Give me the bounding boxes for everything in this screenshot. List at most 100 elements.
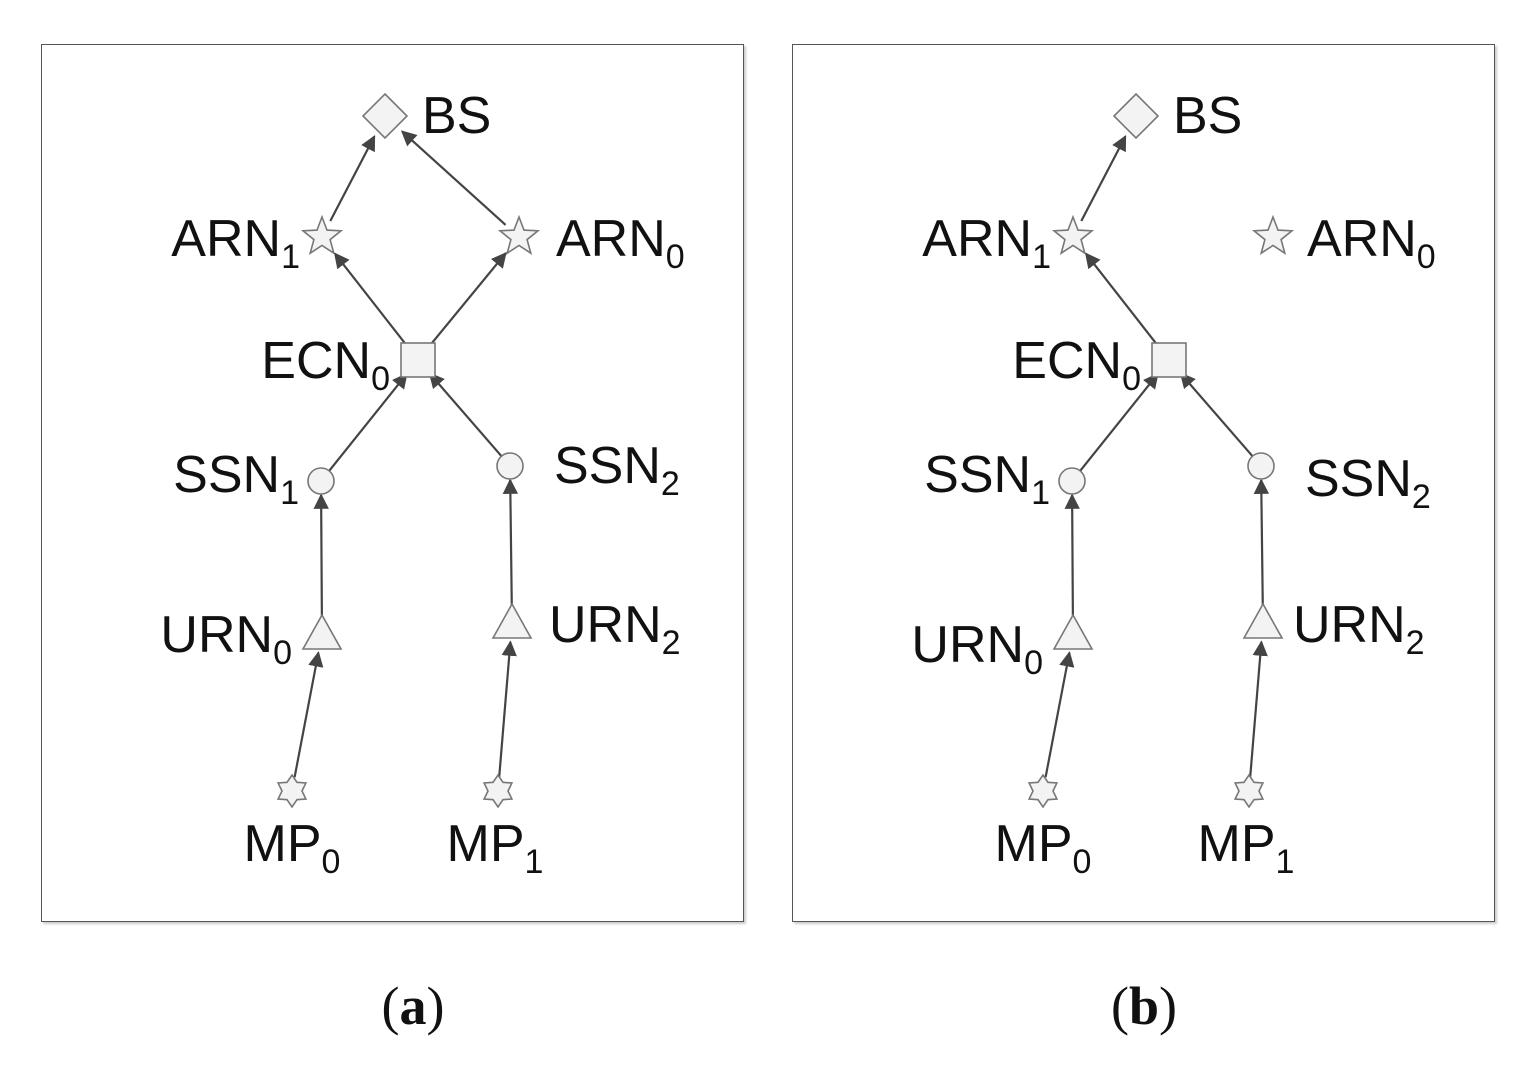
node-subscript: 1 bbox=[1276, 843, 1295, 881]
edge-mp0-to-urn0 bbox=[293, 651, 324, 778]
caption-b: (b) bbox=[1110, 976, 1177, 1036]
node-subscript: 1 bbox=[281, 238, 300, 276]
node-urn2-triangle-icon bbox=[1242, 602, 1284, 639]
node-subscript: 2 bbox=[662, 624, 681, 662]
node-name: URN bbox=[160, 606, 273, 664]
node-name: BS bbox=[422, 87, 491, 145]
node-label-mp1: MP1 bbox=[447, 815, 544, 881]
node-arn1-star-icon bbox=[1051, 214, 1095, 256]
node-name: SSN bbox=[924, 446, 1031, 504]
node-subscript: 0 bbox=[371, 360, 390, 398]
node-name: URN bbox=[1293, 596, 1406, 654]
node-urn0-triangle-icon bbox=[301, 613, 343, 650]
node-name: ECN bbox=[1012, 332, 1122, 390]
node-mp1-six-point-star-icon bbox=[482, 773, 514, 809]
node-label-urn2: URN2 bbox=[549, 596, 681, 662]
node-name: MP bbox=[244, 815, 322, 873]
caption-b-letter: b bbox=[1128, 976, 1160, 1036]
node-label-ssn1: SSN1 bbox=[924, 446, 1050, 512]
node-name: ARN bbox=[171, 210, 281, 268]
node-subscript: 1 bbox=[1032, 238, 1051, 276]
edge-urn0-to-ssn1 bbox=[313, 493, 329, 619]
node-name: MP bbox=[447, 815, 525, 873]
node-label-ssn1: SSN1 bbox=[173, 446, 299, 512]
node-name: SSN bbox=[173, 446, 280, 504]
edge-arn0-to-bs bbox=[400, 130, 507, 226]
node-urn0-triangle-icon bbox=[1052, 613, 1094, 650]
node-label-ecn0: ECN0 bbox=[1012, 332, 1141, 398]
node-subscript: 1 bbox=[1031, 474, 1050, 512]
edge-mp1-to-urn2 bbox=[498, 640, 517, 778]
caption-a-letter: a bbox=[399, 976, 427, 1036]
edge-ssn1-to-ecn0 bbox=[327, 372, 408, 474]
node-ssn1-circle-icon bbox=[1058, 467, 1086, 495]
node-label-bs: BS bbox=[1173, 87, 1242, 145]
node-name: SSN bbox=[554, 437, 661, 495]
node-label-urn0: URN0 bbox=[911, 616, 1043, 682]
node-name: ARN bbox=[922, 210, 1032, 268]
edge-ecn0-to-arn1 bbox=[1084, 252, 1161, 349]
node-subscript: 1 bbox=[525, 843, 544, 881]
node-mp1-six-point-star-icon bbox=[1233, 773, 1265, 809]
node-subscript: 0 bbox=[1417, 238, 1436, 276]
node-name: BS bbox=[1173, 87, 1242, 145]
edge-ssn1-to-ecn0 bbox=[1078, 372, 1159, 474]
node-subscript: 2 bbox=[1406, 624, 1425, 662]
node-label-arn1: ARN1 bbox=[922, 210, 1051, 276]
caption-a: (a) bbox=[381, 976, 445, 1036]
node-label-mp0: MP0 bbox=[244, 815, 341, 881]
node-subscript: 0 bbox=[1073, 843, 1092, 881]
edge-urn2-to-ssn2 bbox=[502, 478, 519, 608]
node-ssn2-circle-icon bbox=[496, 452, 524, 480]
node-label-arn0: ARN0 bbox=[556, 210, 685, 276]
node-arn0-star-icon bbox=[497, 214, 541, 256]
node-name: ECN bbox=[261, 332, 371, 390]
edge-urn0-to-ssn1 bbox=[1064, 493, 1080, 619]
node-label-arn0: ARN0 bbox=[1307, 210, 1436, 276]
node-subscript: 0 bbox=[322, 843, 341, 881]
node-ssn2-circle-icon bbox=[1247, 452, 1275, 480]
edge-ssn2-to-ecn0 bbox=[1179, 372, 1255, 459]
edge-ecn0-to-arn1 bbox=[333, 252, 410, 349]
node-label-ssn2: SSN2 bbox=[1305, 450, 1431, 516]
node-label-ssn2: SSN2 bbox=[554, 437, 680, 503]
node-arn1-star-icon bbox=[300, 214, 344, 256]
node-bs-diamond-icon bbox=[361, 92, 409, 140]
node-bs-diamond-icon bbox=[1112, 92, 1160, 140]
node-name: URN bbox=[549, 596, 662, 654]
node-name: ARN bbox=[1307, 210, 1417, 268]
node-mp0-six-point-star-icon bbox=[1027, 773, 1059, 809]
node-subscript: 0 bbox=[666, 238, 685, 276]
node-label-urn0: URN0 bbox=[160, 606, 292, 672]
node-subscript: 2 bbox=[1412, 478, 1431, 516]
node-name: MP bbox=[1198, 815, 1276, 873]
node-ecn0-square-icon bbox=[1151, 342, 1187, 378]
node-name: ARN bbox=[556, 210, 666, 268]
node-name: SSN bbox=[1305, 450, 1412, 508]
edge-mp0-to-urn0 bbox=[1044, 651, 1075, 778]
node-label-arn1: ARN1 bbox=[171, 210, 300, 276]
node-mp0-six-point-star-icon bbox=[276, 773, 308, 809]
node-label-mp1: MP1 bbox=[1198, 815, 1295, 881]
edge-arn1-to-bs bbox=[1080, 135, 1127, 222]
node-subscript: 2 bbox=[661, 465, 680, 503]
node-label-mp0: MP0 bbox=[995, 815, 1092, 881]
node-label-urn2: URN2 bbox=[1293, 596, 1425, 662]
node-label-bs: BS bbox=[422, 87, 491, 145]
node-subscript: 0 bbox=[1122, 360, 1141, 398]
node-subscript: 0 bbox=[273, 634, 292, 672]
edge-ssn2-to-ecn0 bbox=[428, 372, 504, 459]
node-subscript: 1 bbox=[280, 474, 299, 512]
node-name: MP bbox=[995, 815, 1073, 873]
node-urn2-triangle-icon bbox=[491, 602, 533, 639]
node-subscript: 0 bbox=[1024, 644, 1043, 682]
node-ssn1-circle-icon bbox=[307, 467, 335, 495]
edge-arn1-to-bs bbox=[329, 135, 376, 222]
node-arn0-star-icon bbox=[1251, 214, 1295, 256]
node-ecn0-square-icon bbox=[400, 342, 436, 378]
node-name: URN bbox=[911, 616, 1024, 674]
